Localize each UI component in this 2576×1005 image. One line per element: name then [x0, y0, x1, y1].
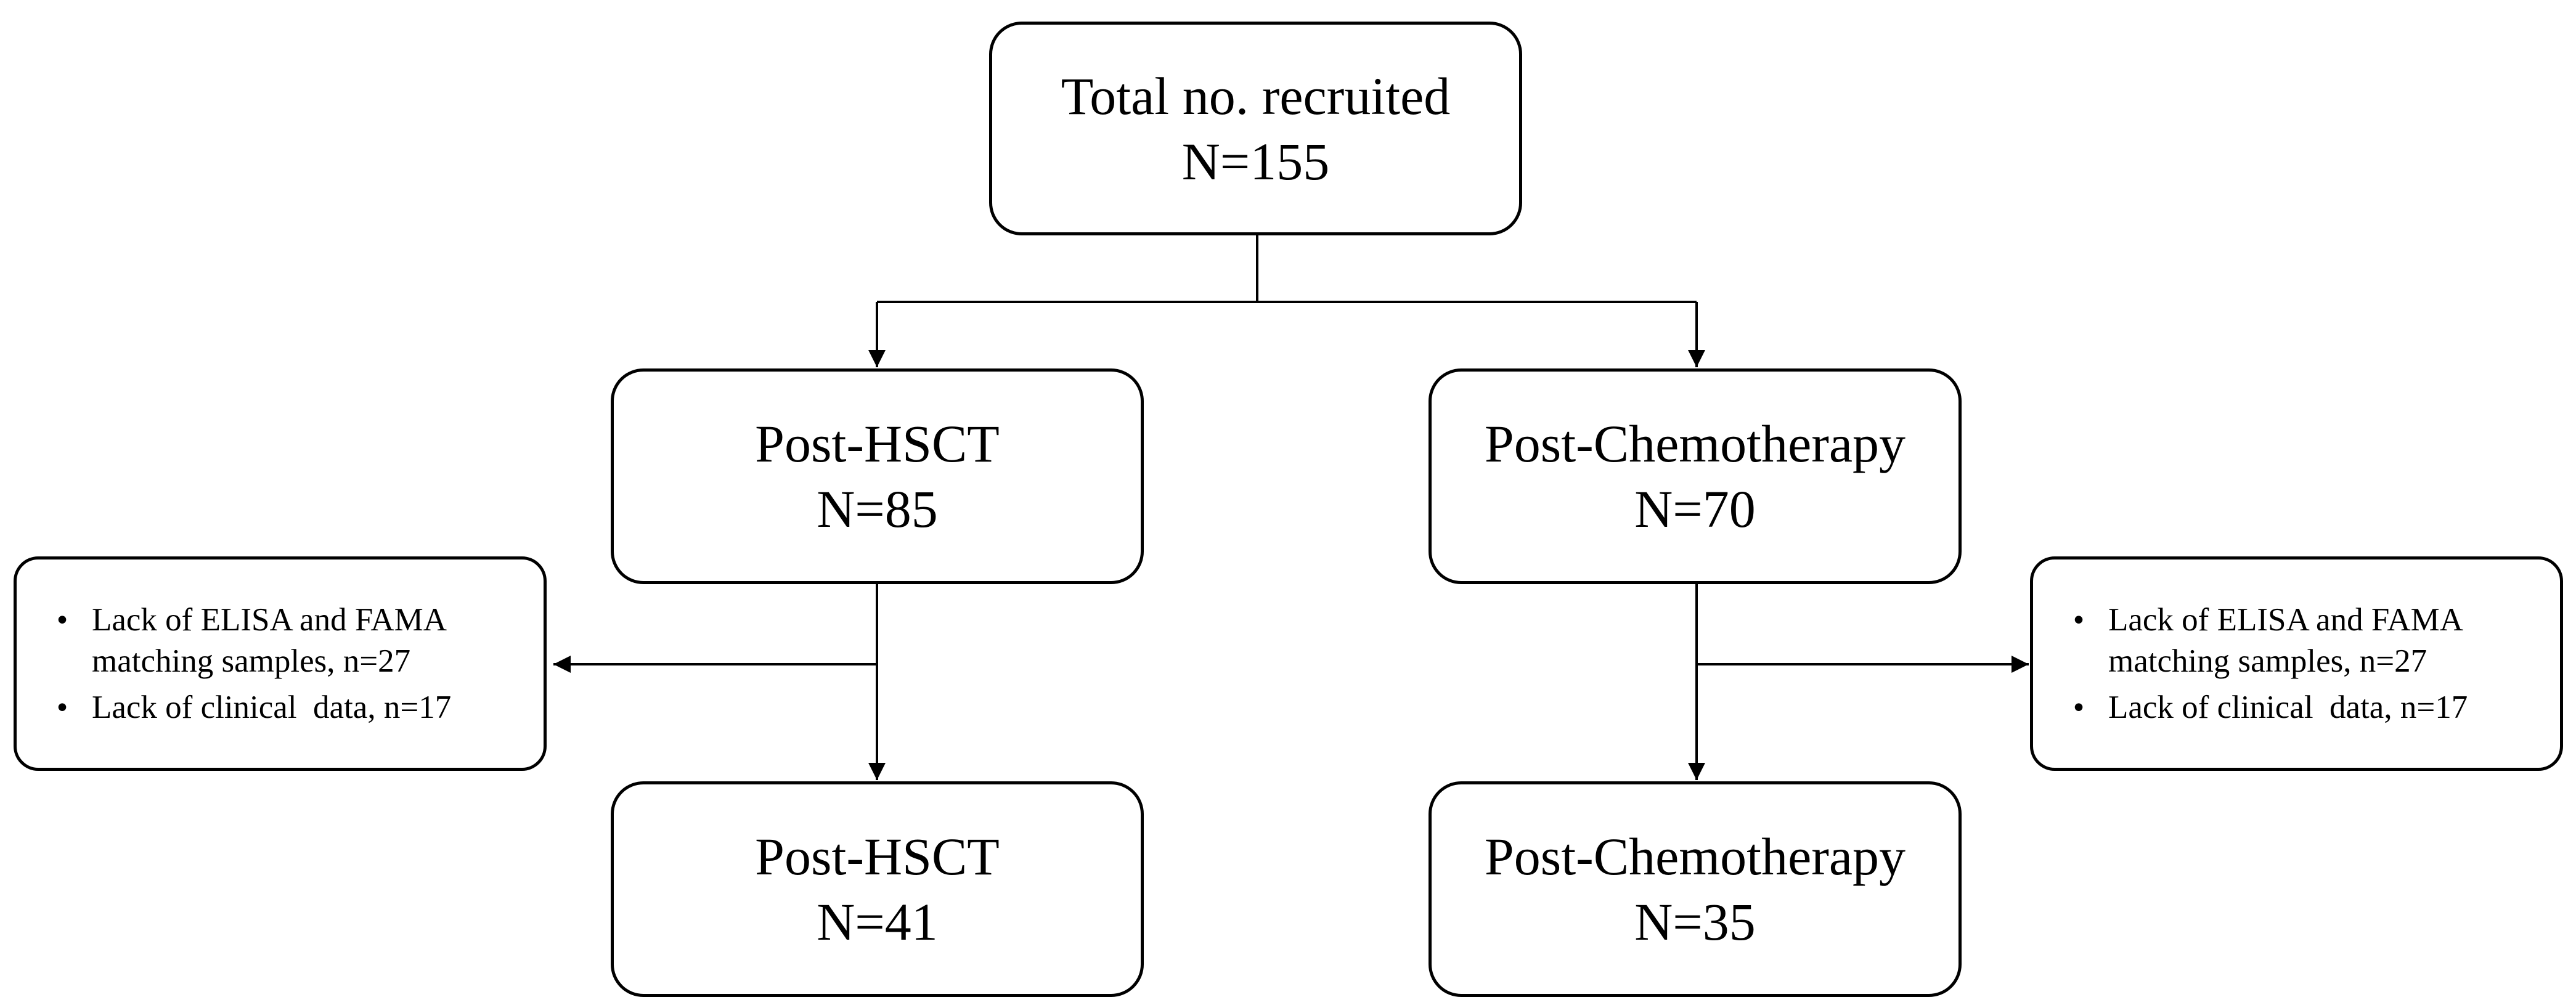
bullet-icon: •: [56, 689, 68, 725]
exclusion-item: • Lack of clinical data, n=17: [2064, 687, 2468, 728]
post-hsct-count: N=85: [817, 479, 938, 539]
exclusion-item: • Lack of ELISA and FAMA matching sample…: [2064, 600, 2468, 682]
bullet-icon: •: [2073, 601, 2085, 638]
exclusion-text: Lack of ELISA and FAMA matching samples,…: [92, 601, 447, 679]
recruited-title: Total no. recruited: [1061, 66, 1451, 126]
exclusion-item: • Lack of ELISA and FAMA matching sample…: [47, 600, 451, 682]
post-hsct-final-title: Post-HSCT: [755, 827, 1000, 886]
post-chemotherapy-final-box: Post-Chemotherapy N=35: [1429, 781, 1962, 997]
exclusion-item: • Lack of clinical data, n=17: [47, 687, 452, 728]
recruited-box: Total no. recruited N=155: [989, 22, 1522, 235]
chemotherapy-exclusions-list: • Lack of ELISA and FAMA matching sample…: [2064, 600, 2468, 728]
post-chemotherapy-final-count: N=35: [1634, 892, 1756, 951]
post-hsct-final-count: N=41: [817, 892, 938, 951]
post-hsct-title: Post-HSCT: [755, 414, 1000, 473]
bullet-icon: •: [56, 601, 68, 638]
recruited-count: N=155: [1181, 131, 1330, 191]
post-chemotherapy-final-title: Post-Chemotherapy: [1484, 827, 1906, 886]
chemotherapy-exclusions-box: • Lack of ELISA and FAMA matching sample…: [2030, 556, 2563, 771]
hsct-exclusions-list: • Lack of ELISA and FAMA matching sample…: [47, 600, 452, 728]
post-chemotherapy-box: Post-Chemotherapy N=70: [1429, 368, 1962, 584]
exclusion-text: Lack of clinical data, n=17: [2108, 689, 2468, 725]
post-chemotherapy-count: N=70: [1634, 479, 1756, 539]
post-chemotherapy-title: Post-Chemotherapy: [1484, 414, 1906, 473]
post-hsct-box: Post-HSCT N=85: [611, 368, 1144, 584]
post-hsct-final-box: Post-HSCT N=41: [611, 781, 1144, 997]
bullet-icon: •: [2073, 689, 2085, 725]
hsct-exclusions-box: • Lack of ELISA and FAMA matching sample…: [14, 556, 547, 771]
exclusion-text: Lack of clinical data, n=17: [92, 689, 452, 725]
exclusion-text: Lack of ELISA and FAMA matching samples,…: [2108, 601, 2464, 679]
